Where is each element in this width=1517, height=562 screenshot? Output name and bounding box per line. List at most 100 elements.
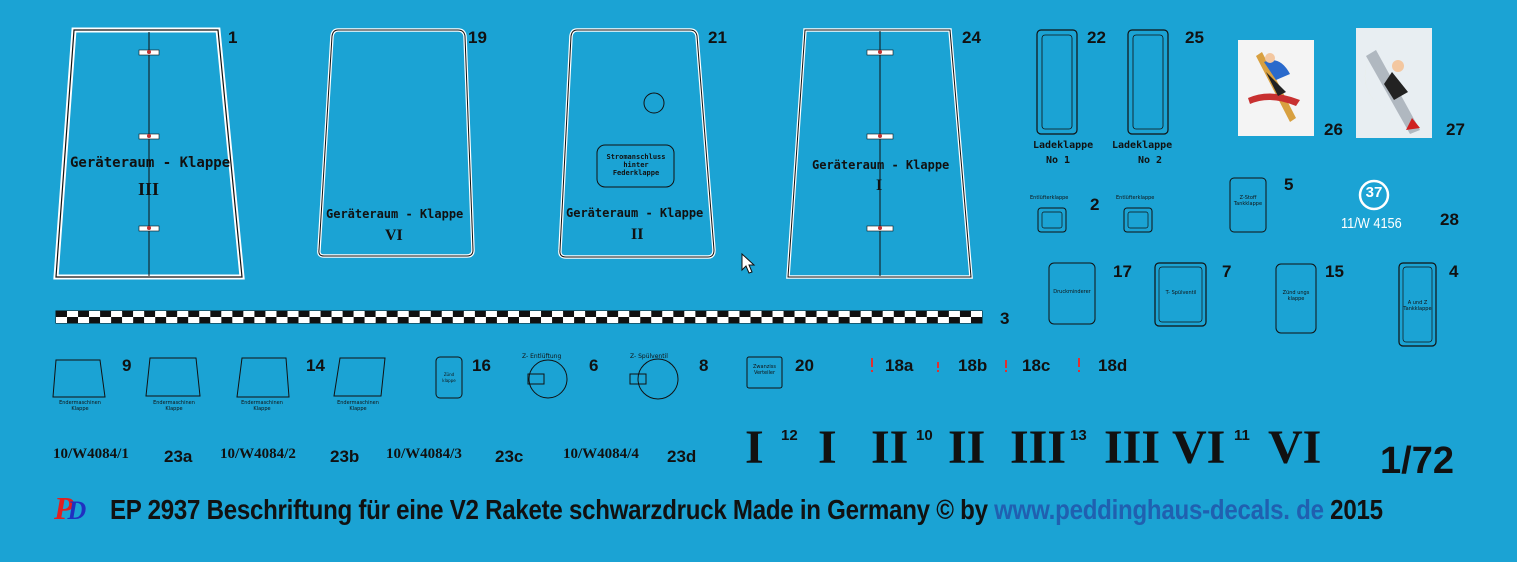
checker-cell <box>386 311 398 317</box>
decal-27-nose-art <box>1356 28 1432 138</box>
hatch-21-label: Geräteraum - Klappe <box>566 206 704 220</box>
checker-cell <box>474 317 486 323</box>
checker-cell <box>618 317 630 323</box>
checker-cell <box>375 317 387 323</box>
checker-cell <box>419 311 431 317</box>
checker-cell <box>287 311 299 317</box>
checker-cell <box>100 317 112 323</box>
checker-cell <box>618 311 630 317</box>
checker-cell <box>408 317 420 323</box>
item-28-circle-number: 37 <box>1365 184 1383 201</box>
ladeklappe-1-no: No 1 <box>1046 155 1071 166</box>
checker-cell <box>507 311 519 317</box>
roman-13a: III <box>1010 421 1067 474</box>
checker-cell <box>530 317 542 323</box>
checker-cell <box>948 317 960 323</box>
checker-cell <box>805 317 817 323</box>
checker-cell <box>970 311 982 317</box>
ladeklappe-2-label: Ladeklappe <box>1112 140 1173 151</box>
checker-cell <box>89 311 101 317</box>
checker-cell <box>640 317 652 323</box>
item-20-number: 20 <box>795 356 814 375</box>
checker-cell <box>563 317 575 323</box>
code-23d-number: 23d <box>667 447 697 466</box>
checker-cell <box>904 311 916 317</box>
item-7-label: T- Spülventil <box>1165 290 1197 296</box>
checker-cell <box>673 317 685 323</box>
checker-cell <box>166 311 178 317</box>
code-23c: 10/W4084/3 <box>386 446 462 462</box>
checker-cell <box>893 317 905 323</box>
checker-cell <box>254 311 266 317</box>
checker-cell <box>915 317 927 323</box>
checker-cell <box>794 311 806 317</box>
checker-cell <box>78 317 90 323</box>
checker-cell <box>111 311 123 317</box>
hatch-19-outline <box>317 28 475 258</box>
checker-cell <box>67 317 79 323</box>
trapez-2-label: Endermaschinen Klappe <box>153 400 195 412</box>
item-4-label: A und Z Tankklappe <box>1403 300 1432 312</box>
checker-cell <box>122 317 134 323</box>
hatch-21-outline <box>558 28 716 259</box>
decal-26-nose-art <box>1238 40 1314 136</box>
code-23b-number: 23b <box>330 447 360 466</box>
checker-cell <box>607 317 619 323</box>
checker-cell <box>651 311 663 317</box>
checker-cell <box>596 311 608 317</box>
checker-cell <box>221 317 233 323</box>
checker-cell <box>783 311 795 317</box>
checker-cell <box>937 317 949 323</box>
checker-cell <box>342 317 354 323</box>
trapez-3-label: Endermaschinen Klappe <box>241 400 283 412</box>
checker-cell <box>706 317 718 323</box>
item-3-number: 3 <box>1000 309 1010 328</box>
checker-cell <box>728 317 740 323</box>
checker-cell <box>816 317 828 323</box>
checker-cell <box>772 311 784 317</box>
checker-cell <box>430 311 442 317</box>
checker-cell <box>684 317 696 323</box>
checker-cell <box>155 317 167 323</box>
checker-cell <box>882 311 894 317</box>
checker-cell <box>210 311 222 317</box>
checker-cell <box>739 317 751 323</box>
checker-cell <box>585 317 597 323</box>
checker-cell <box>353 311 365 317</box>
item-18a-number: 18a <box>885 356 914 375</box>
code-23c-number: 23c <box>495 447 524 466</box>
checker-cell <box>78 311 90 317</box>
checker-cell <box>133 311 145 317</box>
hatch-19-number: 19 <box>468 28 487 47</box>
checker-cell <box>629 311 641 317</box>
checker-cell <box>761 317 773 323</box>
checker-cell <box>772 317 784 323</box>
footer-url[interactable]: www.peddinghaus-decals. de <box>994 494 1324 525</box>
checker-cell <box>860 311 872 317</box>
code-23a-number: 23a <box>164 447 193 466</box>
checker-cell <box>177 311 189 317</box>
hatch-1-outline <box>53 27 245 280</box>
checker-cell <box>871 311 883 317</box>
checker-cell <box>397 311 409 317</box>
hatch-19-label: Geräteraum - Klappe <box>326 207 464 221</box>
hatch-24-number: 24 <box>962 28 981 47</box>
code-23d: 10/W4084/4 <box>563 446 639 462</box>
checker-cell <box>397 317 409 323</box>
checker-cell <box>783 317 795 323</box>
mouse-cursor-icon <box>741 252 756 274</box>
item-28-number: 28 <box>1440 210 1459 229</box>
checker-cell <box>144 317 156 323</box>
checker-cell <box>485 317 497 323</box>
roman-13-number: 13 <box>1070 427 1087 444</box>
checker-cell <box>342 311 354 317</box>
checker-cell <box>541 317 553 323</box>
code-23a: 10/W4084/1 <box>53 446 129 462</box>
checker-cell <box>695 317 707 323</box>
checker-cell <box>519 311 531 317</box>
roman-12a: I <box>745 421 764 474</box>
hatch-19-roman: VI <box>385 227 403 244</box>
hatch-21-roman: II <box>631 226 644 243</box>
checker-cell <box>761 311 773 317</box>
